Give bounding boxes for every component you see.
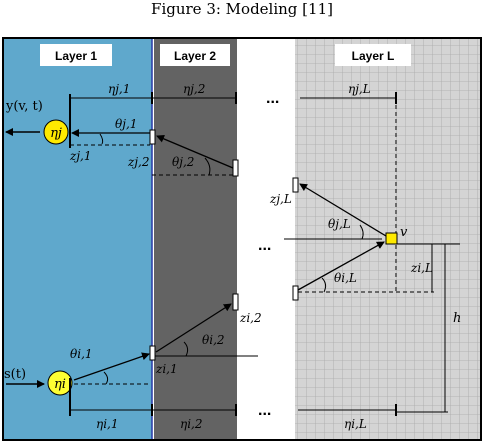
label-theta-il: θi,L <box>334 271 357 285</box>
source-node-label: ηi <box>54 377 66 392</box>
ray-i-layerl <box>297 241 385 291</box>
label-eta-i1: ηi,1 <box>96 417 118 431</box>
ray-i-layer2 <box>155 303 232 353</box>
label-eta-jl: ηj,L <box>348 82 371 96</box>
angle-arc-j2 <box>204 157 211 176</box>
layer-l-title: Layer L <box>352 49 395 63</box>
input-signal-label: s(t) <box>4 367 26 382</box>
label-theta-i1: θi,1 <box>70 347 93 361</box>
layer-1-title-box <box>40 44 112 66</box>
scattering-node-v <box>385 232 398 245</box>
label-theta-j2: θj,2 <box>172 155 194 169</box>
ellipsis-top: ... <box>266 90 279 107</box>
label-v: v <box>400 225 408 240</box>
source-node-eta-i <box>47 370 73 396</box>
label-eta-j2: ηj,2 <box>183 82 205 96</box>
label-z-j1: zj,1 <box>69 149 92 163</box>
angle-arc-jl <box>359 224 364 240</box>
label-theta-i2: θi,2 <box>202 333 225 347</box>
label-z-jl: zj,L <box>269 192 292 206</box>
ray-j-layerl <box>299 183 387 237</box>
ray-i-layer1 <box>73 352 150 381</box>
ray-j-layer2 <box>156 135 234 169</box>
interface-marker-j2 <box>232 159 239 177</box>
receiver-node-label: ηj <box>50 126 62 141</box>
label-theta-j1: θj,1 <box>115 117 137 131</box>
interface-marker-il <box>292 285 299 301</box>
output-signal-label: y(v, t) <box>5 99 43 114</box>
label-z-i1: zi,1 <box>155 362 178 376</box>
layer-2-region <box>154 38 237 440</box>
angle-arc-i1 <box>103 371 109 385</box>
receiver-node-eta-j <box>43 119 69 145</box>
figure-caption: Figure 3: Modeling [11] <box>151 0 333 18</box>
label-z-j2: zj,2 <box>127 155 150 169</box>
layer-1-region <box>3 38 152 440</box>
angle-arc-j1 <box>99 133 104 145</box>
label-eta-j1: ηj,1 <box>108 82 130 96</box>
layer-l-title-box <box>335 44 411 66</box>
label-eta-i2: ηi,2 <box>180 417 202 431</box>
layer-2-title: Layer 2 <box>174 49 216 63</box>
interface-marker-jl <box>292 177 299 193</box>
ellipsis-middle: ... <box>258 237 271 254</box>
diagram-frame <box>2 37 482 441</box>
interface-marker-i2 <box>232 293 239 311</box>
ellipsis-bottom: ... <box>258 402 271 419</box>
label-eta-il: ηi,L <box>344 417 367 431</box>
label-z-il: zi,L <box>410 261 433 275</box>
layer-2-title-box <box>160 44 230 66</box>
angle-arc-i2 <box>183 341 189 357</box>
label-z-i2: zi,2 <box>239 311 262 325</box>
interface-marker-j12 <box>149 129 156 145</box>
angle-arc-il <box>321 277 327 293</box>
layer-1-title: Layer 1 <box>55 49 97 63</box>
label-theta-jl: θj,L <box>328 217 351 231</box>
label-h: h <box>453 311 461 326</box>
interface-marker-i12 <box>149 345 156 361</box>
